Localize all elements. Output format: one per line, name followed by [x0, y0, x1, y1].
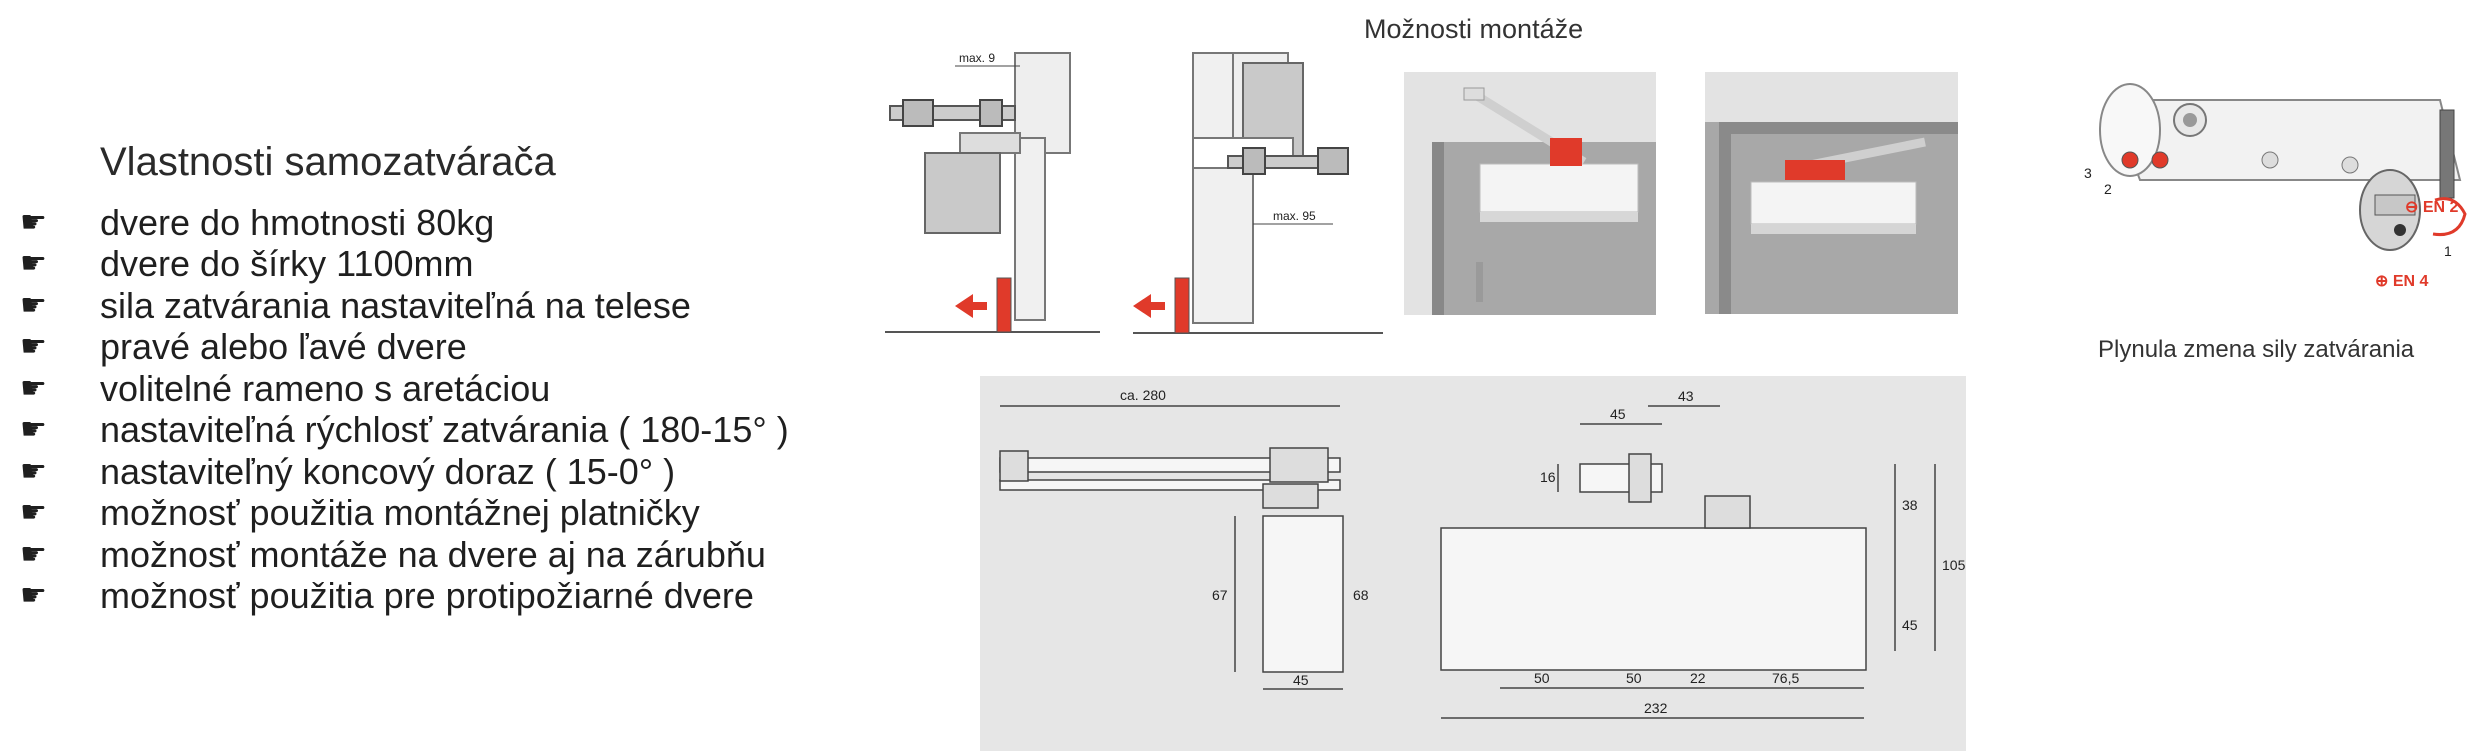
dim-arm-length: ca. 280 — [1120, 387, 1166, 403]
feature-item: ☛ nastaviteľný koncový doraz ( 15-0° ) — [20, 451, 789, 493]
feature-item: ☛ možnosť použitia montážnej platničky — [20, 492, 789, 535]
feature-item: ☛ volitelné rameno s aretáciou — [20, 368, 789, 410]
part-label-3: 3 — [2084, 165, 2092, 181]
features-title: Vlastnosti samozatvárača — [100, 140, 556, 184]
feature-text: možnosť použitia montážnej platničky — [100, 492, 700, 534]
features-list: ☛ dvere do hmotnosti 80kg ☛ dvere do šírky… — [20, 202, 789, 617]
dim-h-total: 105 — [1942, 557, 1966, 573]
feature-item: ☛ možnosť použitia pre protipožiarné dver… — [20, 575, 789, 618]
mounting-title: Možnosti montáže — [1364, 14, 1584, 44]
part-label-2: 2 — [2104, 181, 2112, 197]
dim-arm-small: 16 — [1540, 469, 1556, 485]
dim-h2: 45 — [1902, 617, 1918, 633]
feature-item: ☛ dvere do hmotnosti 80kg — [20, 202, 789, 244]
pointing-hand-icon: ☛ — [20, 579, 47, 613]
mounting-diagram-door: max. 9 — [885, 51, 1100, 333]
diagram-left-label: max. 9 — [959, 51, 995, 65]
pointing-hand-icon: ☛ — [20, 413, 47, 447]
en4-label: ⊕ EN 4 — [2375, 273, 2429, 290]
pointing-hand-icon: ☛ — [20, 454, 47, 488]
en2-label: ⊖ EN 2 — [2405, 199, 2459, 216]
pointing-hand-icon: ☛ — [20, 371, 47, 405]
pointing-hand-icon: ☛ — [20, 537, 47, 571]
feature-item: ☛ nastaviteľná rýchlosť zatvárania ( 180-… — [20, 409, 789, 452]
dim-body-height: 67 — [1212, 587, 1228, 603]
mounting-photo-door — [1404, 72, 1656, 315]
dim-arm-top: 43 — [1678, 388, 1694, 404]
dim-w2: 50 — [1626, 670, 1642, 686]
dim-w3: 22 — [1690, 670, 1706, 686]
feature-text: možnosť montáže na dvere aj na zárubňu — [100, 533, 766, 575]
feature-item: ☛ možnosť montáže na dvere aj na zárubňu — [20, 534, 789, 576]
dim-body-depth: 45 — [1293, 672, 1309, 688]
pointing-hand-icon: ☛ — [20, 330, 47, 364]
adjustment-illustration: 3 2 1 ⊖ EN 2 ⊕ EN 4 — [2084, 83, 2467, 290]
feature-text: pravé alebo ľavé dvere — [100, 326, 467, 368]
pointing-hand-icon: ☛ — [20, 288, 47, 322]
feature-text: možnosť použitia pre protipožiarné dvere — [100, 575, 754, 617]
mounting-photo-frame — [1705, 72, 1958, 314]
dim-h1: 38 — [1902, 497, 1918, 513]
dim-w1: 50 — [1534, 670, 1550, 686]
mounting-diagram-frame: max. 95 — [1133, 52, 1383, 334]
pointing-hand-icon: ☛ — [20, 205, 47, 239]
feature-text: nastaviteľná rýchlosť zatvárania ( 180-1… — [100, 409, 789, 451]
dim-arm-inner: 45 — [1610, 406, 1626, 422]
feature-item: ☛ pravé alebo ľavé dvere — [20, 326, 789, 369]
feature-text: volitelné rameno s aretáciou — [100, 367, 551, 409]
dim-w-total: 232 — [1644, 700, 1668, 716]
pointing-hand-icon: ☛ — [20, 247, 47, 281]
feature-item: ☛ dvere do šírky 1100mm — [20, 243, 789, 286]
dim-w4: 76,5 — [1772, 670, 1799, 686]
dimension-drawing: ca. 280 67 68 45 43 45 16 38 45 105 50 5… — [980, 376, 1966, 751]
feature-item: ☛ sila zatvárania nastaviteľná na telese — [20, 285, 789, 327]
feature-text: nastaviteľný koncový doraz ( 15-0° ) — [100, 450, 676, 492]
diagram-right-label: max. 95 — [1273, 209, 1316, 223]
feature-text: sila zatvárania nastaviteľná na telese — [100, 284, 691, 326]
part-label-1: 1 — [2444, 243, 2452, 259]
feature-text: dvere do šírky 1100mm — [100, 243, 474, 285]
dim-body-height-total: 68 — [1353, 587, 1369, 603]
adjustment-caption: Plynula zmena sily zatvárania — [2098, 336, 2415, 363]
feature-text: dvere do hmotnosti 80kg — [100, 201, 495, 243]
pointing-hand-icon: ☛ — [20, 496, 47, 530]
